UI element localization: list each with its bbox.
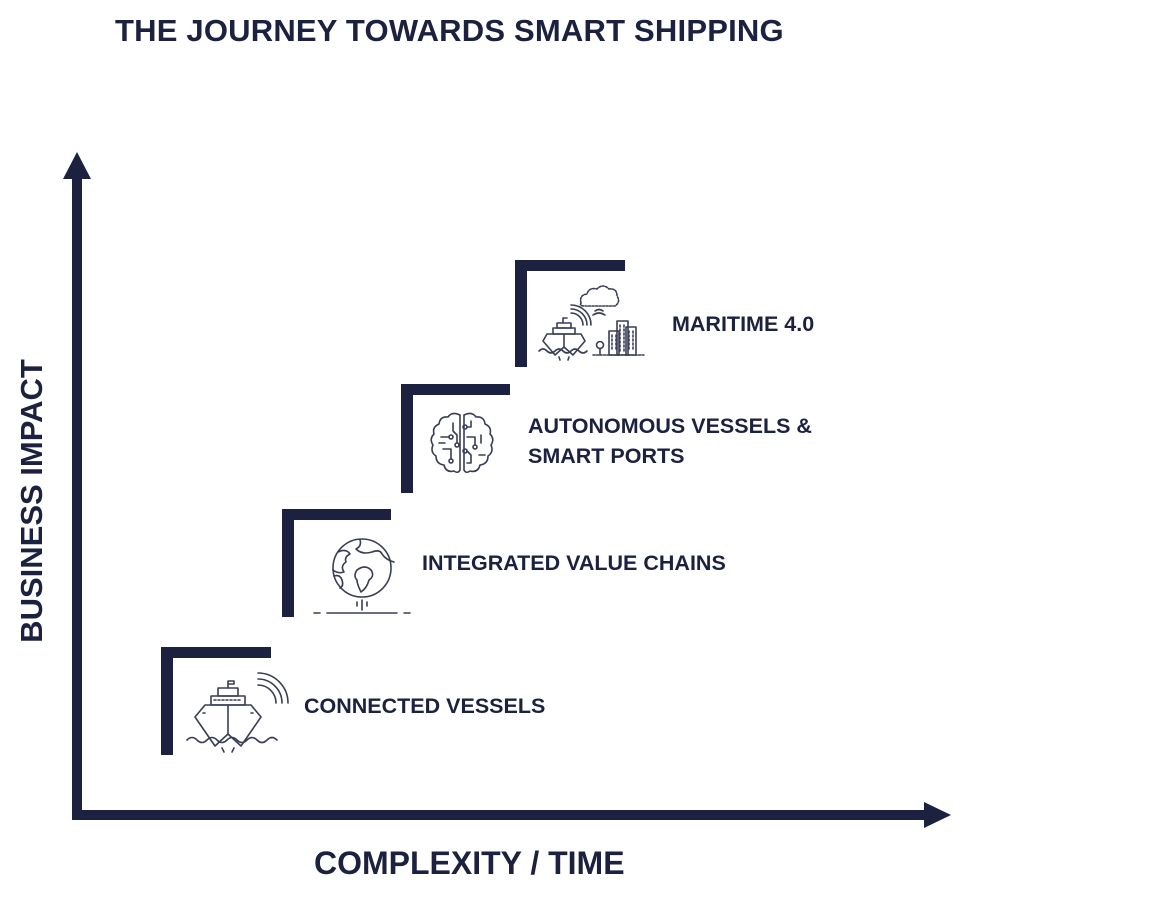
x-axis-line [72, 810, 928, 820]
step-label: INTEGRATED VALUE CHAINS [422, 551, 726, 575]
step-bracket-vertical [401, 384, 413, 493]
x-axis-arrowhead [924, 802, 951, 828]
brain-circuit-icon [430, 412, 494, 474]
step-label: CONNECTED VESSELS [304, 694, 546, 718]
step-label-line-2: SMART PORTS [528, 444, 685, 468]
step-label: MARITIME 4.0 [672, 312, 815, 336]
y-axis-line [72, 176, 82, 819]
x-axis-label: COMPLEXITY / TIME [314, 845, 625, 881]
step-bracket-vertical [515, 260, 527, 367]
y-axis-arrowhead [63, 152, 91, 179]
step-label-line-1: AUTONOMOUS VESSELS & [528, 414, 812, 438]
step-bracket-horizontal [515, 260, 625, 271]
step-bracket-vertical [161, 647, 173, 755]
globe-icon [313, 538, 411, 614]
y-axis-label: BUSINESS IMPACT [14, 359, 49, 643]
diagram-title: THE JOURNEY TOWARDS SMART SHIPPING [115, 13, 784, 48]
step-bracket-horizontal [161, 647, 271, 658]
step-bracket-vertical [282, 509, 294, 617]
ship-signal-icon [186, 672, 289, 753]
ship-city-cloud-icon [538, 285, 646, 361]
step-bracket-horizontal [282, 509, 391, 520]
step-bracket-horizontal [401, 384, 510, 395]
